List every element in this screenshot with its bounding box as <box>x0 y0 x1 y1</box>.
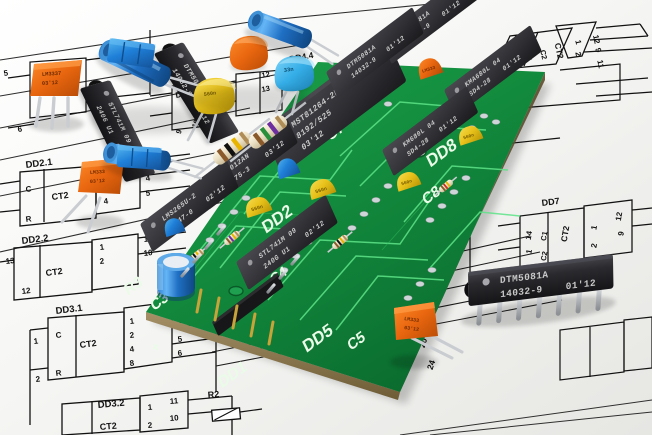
schematic-block-bottomright <box>559 316 652 381</box>
cap-yellow-4: 560n <box>459 126 484 146</box>
schematic-field-ct2-f: CT2 <box>559 225 572 243</box>
schematic-pin-e3: 12 <box>591 34 602 45</box>
schematic-pin-e4: 9 <box>593 47 603 54</box>
schematic-pin-e2: 2 <box>573 51 583 58</box>
schematic-pin-b3: 2 <box>99 256 105 266</box>
schematic-pin-c3: 2 <box>129 330 135 340</box>
schematic-pin-b0: 13 <box>5 256 15 266</box>
schematic-pin-c4: 4 <box>129 344 135 354</box>
schematic-field-c-c: C <box>55 330 62 340</box>
schematic-pin-c0: 1 <box>33 336 39 346</box>
cap-orange-lm3337-line2: 03'12 <box>42 80 59 87</box>
schematic-pin-c8: 5 <box>177 334 183 344</box>
schematic-pin-b5: 10 <box>143 248 153 258</box>
schematic-pin-f4: 12 <box>614 211 625 222</box>
schematic-pin-h1: 6 <box>17 124 23 134</box>
schematic-pin-f5: 9 <box>616 230 626 236</box>
cap-yellow-4-label: 560n <box>463 132 476 141</box>
cap-yellow-3-label: 560n <box>401 178 414 187</box>
schematic-pin-f0: 14 <box>524 230 535 241</box>
schematic-field-ct2-a: CT2 <box>51 190 69 202</box>
schematic-pin-b2: 1 <box>99 242 105 252</box>
cap-yellow-2-label: 560n <box>315 186 328 195</box>
cap-orange-topmid <box>229 35 268 72</box>
cap-lightblue-1-label: 33n <box>283 66 294 74</box>
cap-orange-right-line1: LM333 <box>404 316 420 324</box>
loose-resistor-1 <box>193 117 271 179</box>
schematic-pin-c9: 6 <box>177 348 183 358</box>
cap-blue-elec-2 <box>244 10 340 66</box>
schematic-block-dd3-2 <box>61 390 233 435</box>
schematic-pin-d1: 2 <box>147 421 153 430</box>
cap-orange-lm3337-line1: LM3337 <box>42 71 62 78</box>
schematic-field-r-a: R <box>25 214 32 224</box>
loose-ic-dtm2-line3: 01'12 <box>566 277 596 292</box>
header-pins <box>195 288 275 346</box>
board-chip-pins <box>180 225 300 294</box>
loose-resistor-2 <box>229 101 307 163</box>
cap-yellow-1-label: 560n <box>251 204 264 213</box>
schematic-field-ct2-e: CT2 <box>553 42 566 60</box>
schematic-label-dd2-1: DD2.1 <box>25 157 54 171</box>
schematic-pin-c2: 1 <box>129 316 135 326</box>
cap-orange-lm3337: LM3337 03'12 <box>28 60 84 132</box>
schematic-pin-d3: 10 <box>169 413 179 423</box>
schematic-field-c2-e: C2 <box>538 49 549 60</box>
schematic-pin-d0: 1 <box>147 403 153 412</box>
cap-yellow-2: 560n <box>310 179 337 201</box>
loose-ic-dtm2-line2: 14032-9 <box>500 284 543 300</box>
schematic-pin-d2: 11 <box>169 396 179 406</box>
schematic-pin-f2: 1 <box>589 224 599 230</box>
loose-ic-dtm2: DTM5081A 14032-9 01'12 <box>460 254 616 328</box>
schematic-field-ct2-c: CT2 <box>79 338 97 350</box>
cap-yellow-1: 560n <box>246 197 273 219</box>
cap-blue-film-mid <box>116 145 162 170</box>
component-shadows <box>90 86 310 134</box>
cap-blue-board-2 <box>164 218 186 238</box>
schematic-field-c1-f: C1 <box>539 231 550 242</box>
cap-orange-board: LM333 <box>418 58 444 80</box>
pin-header-dd1 <box>195 272 284 346</box>
pcb-mounting-hole-2 <box>228 285 244 297</box>
schematic-field-r-c: R <box>55 368 62 378</box>
schematic-pin-e1: 1 <box>573 39 583 46</box>
schematic-pin-a6: 5 <box>145 188 151 198</box>
cap-orange-small-line2: 03'12 <box>90 178 105 185</box>
pcb-edge-left <box>146 312 400 400</box>
schematic-pin-e5: 11 <box>595 59 606 70</box>
schematic-pin-f1: 1 <box>524 248 534 254</box>
schematic-label-dd3-1: DD3.1 <box>55 303 84 317</box>
schematic-field-ct2-d: CT2 <box>99 421 117 432</box>
cap-yellow-3: 560n <box>397 172 422 192</box>
schematic-field-ct2-b: CT2 <box>45 266 63 278</box>
schematic-pin-c5: 8 <box>129 358 135 368</box>
schematic-resistor-r2 <box>210 407 263 422</box>
cap-orange-small-line1: LM333 <box>90 169 105 176</box>
printed-circuit-board: DD9 DD2 DD5 DD8 DD1 C7 C8 C5 C3 C4 R3 + <box>122 0 551 404</box>
cap-orange-board-label: LM333 <box>421 65 436 75</box>
cap-blue-film-left <box>107 38 156 68</box>
schematic-label-dd2-2: DD2.2 <box>21 233 49 247</box>
schematic-pin-g0: 12 <box>261 70 271 80</box>
schematic-field-c-a: C <box>25 184 32 194</box>
schematic-pin-c1: 2 <box>35 374 41 384</box>
cap-blue-board <box>277 158 301 180</box>
schematic-pin-h0: 5 <box>3 68 9 78</box>
cap-orange-right-line2: 03'12 <box>404 325 420 333</box>
board-ic-kmb: KM680L 04 SD4-28 01'12 <box>382 87 478 176</box>
cap-blue-elec-4 <box>157 253 195 301</box>
schematic-label-r2: R2 <box>207 389 219 400</box>
schematic-pin-f3: 2 <box>589 242 599 248</box>
schematic-pin-b1: 12 <box>21 286 31 296</box>
schematic-label-dd7: DD7 <box>541 196 560 208</box>
board-ic-stl2: STL741M 09 240G U1 02'12 <box>236 195 338 290</box>
cap-orange-right: LM333 03'12 <box>390 302 464 369</box>
schematic-label-dd3-2: DD3.2 <box>97 398 125 411</box>
schematic-pin-a3: 4 <box>103 196 109 206</box>
schematic-field-c2-f: C2 <box>539 251 550 262</box>
